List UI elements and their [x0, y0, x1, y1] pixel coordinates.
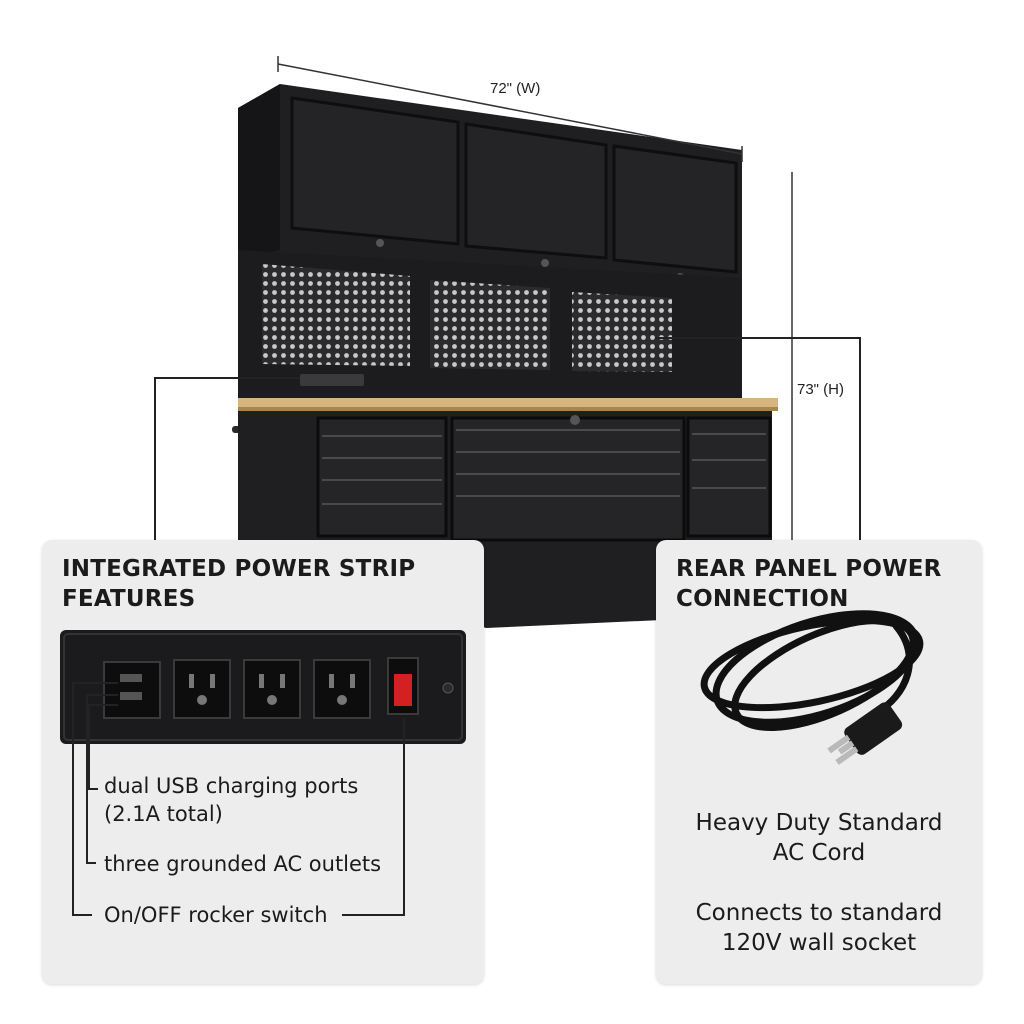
rear-panel-title-line1: REAR PANEL POWER — [676, 556, 942, 582]
height-dimension-label: 73" (H) — [797, 381, 844, 398]
width-dimension-label: 72" (W) — [490, 80, 541, 97]
cord-label-line1: Heavy Duty Standard — [695, 810, 943, 836]
power-strip-callout: INTEGRATED POWER STRIP FEATURES — [42, 540, 484, 984]
socket-label-line2: 120V wall socket — [721, 930, 917, 956]
usb-ports-sublabel: (2.1A total) — [104, 802, 223, 826]
cord-label-line2: AC Cord — [772, 840, 866, 866]
socket-label-line1: Connects to standard — [695, 900, 943, 926]
power-strip-title-line2: FEATURES — [62, 586, 196, 612]
power-strip-title-line1: INTEGRATED POWER STRIP — [62, 556, 416, 582]
ac-outlets-label: three grounded AC outlets — [104, 852, 382, 876]
rear-panel-title-line2: CONNECTION — [676, 586, 849, 612]
usb-ports-label: dual USB charging ports — [104, 774, 359, 798]
rocker-switch-label: On/OFF rocker switch — [104, 903, 328, 927]
power-strip-image — [60, 630, 466, 744]
rear-panel-callout: REAR PANEL POWER CONNECTION Heavy Duty S… — [656, 540, 982, 984]
ac-power-cord-image — [700, 610, 924, 765]
